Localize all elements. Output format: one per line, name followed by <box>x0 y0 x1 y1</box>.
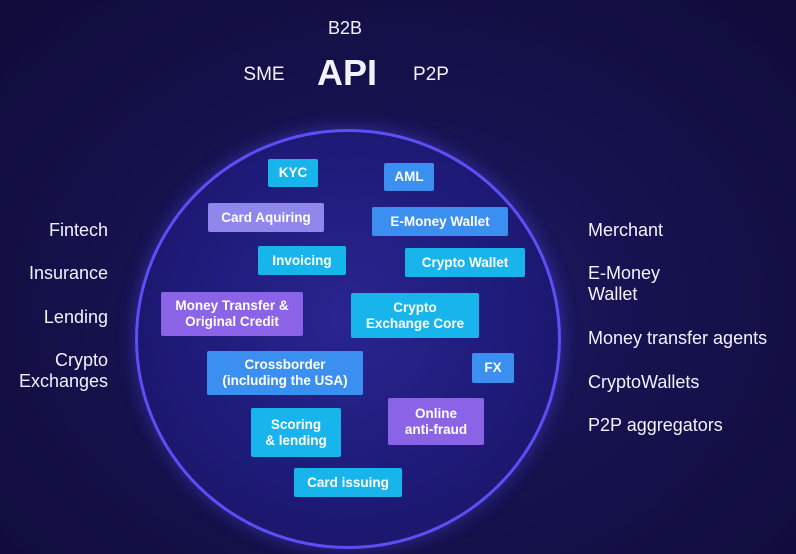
module-card-aquiring: Card Aquiring <box>208 203 324 232</box>
module-kyc: KYC <box>268 159 318 187</box>
module-invoicing: Invoicing <box>258 246 346 275</box>
client-emoney-wallet: E-Money Wallet <box>588 263 661 304</box>
client-lending: Lending <box>43 307 108 327</box>
module-crypto-wallet: Crypto Wallet <box>405 248 525 277</box>
module-emoney-wallet: E-Money Wallet <box>372 207 508 236</box>
segment-b2b: B2B <box>327 18 363 38</box>
client-money-transfer-agents: Money transfer agents <box>588 328 768 348</box>
segment-p2p: P2P <box>413 64 449 85</box>
module-card-issuing: Card issuing <box>294 468 402 497</box>
client-fintech: Fintech <box>48 220 108 240</box>
module-crypto-exchange-core: Crypto Exchange Core <box>351 293 479 338</box>
api-title: API <box>316 52 377 93</box>
client-insurance: Insurance <box>28 263 108 283</box>
module-fx: FX <box>472 353 514 383</box>
segment-sme: SME <box>243 64 285 85</box>
module-crossborder: Crossborder (including the USA) <box>207 351 363 395</box>
module-online-antifraud: Online anti-fraud <box>388 398 484 445</box>
module-scoring-lending: Scoring & lending <box>251 408 341 457</box>
client-cryptowallets: CryptoWallets <box>588 372 700 392</box>
client-crypto-exchanges: Crypto Exchanges <box>18 350 108 391</box>
client-merchant: Merchant <box>588 220 664 240</box>
client-p2p-aggregators: P2P aggregators <box>588 415 723 435</box>
module-money-transfer: Money Transfer & Original Credit <box>161 292 303 336</box>
module-aml: AML <box>384 163 434 191</box>
